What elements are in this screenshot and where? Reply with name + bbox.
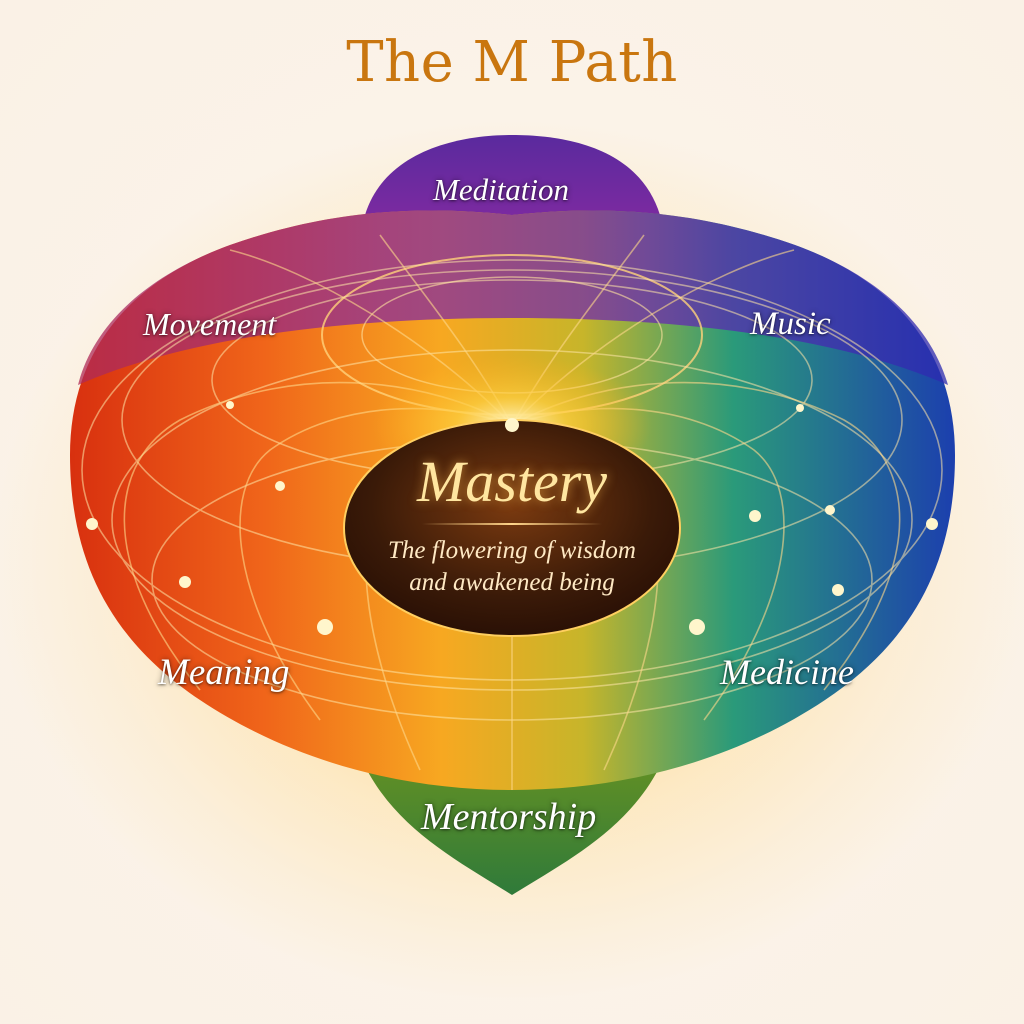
glow-node	[226, 401, 234, 409]
glow-node	[796, 404, 804, 412]
glow-node	[317, 619, 333, 635]
glow-node	[832, 584, 844, 596]
label-music: Music	[750, 306, 831, 342]
glow-node	[926, 518, 938, 530]
label-medicine: Medicine	[720, 652, 854, 692]
mastery-title: Mastery	[416, 449, 608, 514]
glow-node	[275, 481, 285, 491]
mastery-subtitle-line2: and awakened being	[409, 569, 615, 596]
mastery-divider	[422, 523, 602, 525]
diagram-title: The M Path	[346, 30, 678, 95]
label-movement: Movement	[143, 306, 277, 342]
label-mentorship: Mentorship	[421, 796, 597, 838]
glow-node	[825, 505, 835, 515]
label-meaning: Meaning	[158, 652, 290, 693]
glow-node	[86, 518, 98, 530]
glow-node	[505, 418, 519, 432]
glow-nodes	[86, 401, 938, 635]
mastery-subtitle-line1: The flowering of wisdom	[388, 537, 636, 564]
glow-node	[749, 510, 761, 522]
glow-node	[179, 576, 191, 588]
torus-top-overlay	[78, 210, 948, 385]
label-meditation: Meditation	[433, 172, 570, 207]
meditation-segment	[365, 135, 660, 215]
glow-node	[689, 619, 705, 635]
